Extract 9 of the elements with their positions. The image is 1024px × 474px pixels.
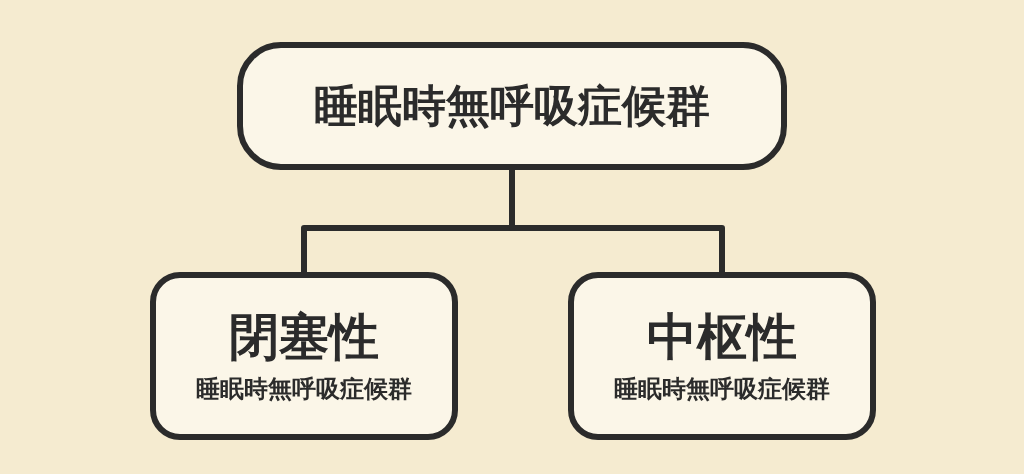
category-box	[150, 272, 458, 440]
connector-line	[509, 170, 725, 272]
box-subtitle: 睡眠時無呼吸症候群	[196, 374, 412, 405]
box-heading: 閉塞性	[229, 307, 379, 367]
box-subtitle: 睡眠時無呼吸症候群	[614, 374, 830, 405]
category-box	[568, 272, 876, 440]
title-box	[237, 42, 787, 170]
box-title: 睡眠時無呼吸症候群	[314, 78, 710, 133]
box-heading: 中枢性	[647, 307, 797, 367]
